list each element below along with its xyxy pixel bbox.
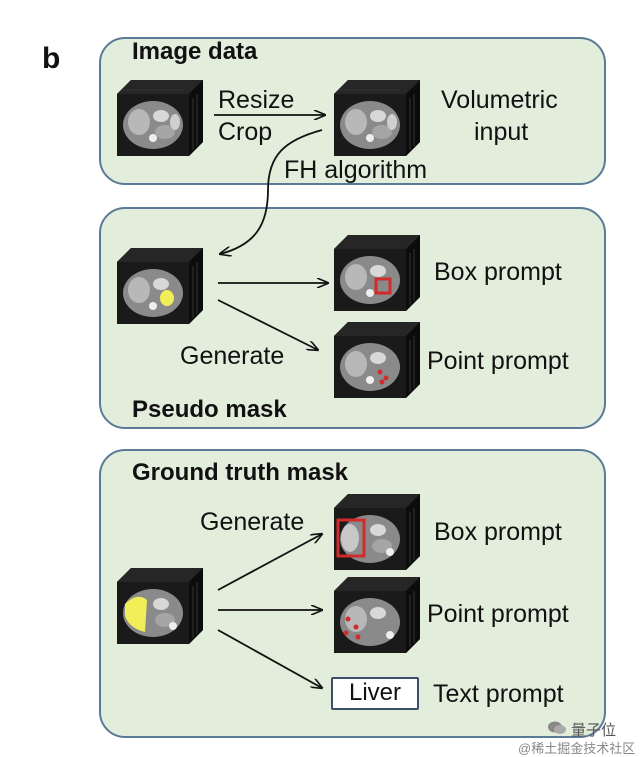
ct-volume-cube-input — [334, 80, 420, 156]
ct-volume-cube-ground-truth — [117, 568, 203, 644]
panel-letter: b — [42, 42, 61, 75]
gt-point-prompt-label: Point prompt — [427, 600, 569, 628]
box-prompt-rectangle — [336, 518, 366, 558]
ct-volume-cube-pseudo-box — [334, 235, 420, 311]
point-prompt-dot — [377, 369, 383, 375]
gt-generate-label: Generate — [200, 508, 305, 536]
ct-volume-cube-gt-box — [334, 494, 420, 570]
watermark-community: @稀土掘金技术社区 — [518, 741, 636, 756]
pseudo-box-prompt-label: Box prompt — [434, 258, 562, 286]
point-prompt-dot — [343, 630, 349, 636]
point-prompt-dot — [355, 634, 361, 640]
input-label: input — [474, 118, 529, 146]
gt-text-prompt-label: Text prompt — [433, 680, 564, 708]
ct-volume-cube-pseudo-point — [334, 322, 420, 398]
ct-volume-cube-raw — [117, 80, 203, 156]
volumetric-label: Volumetric — [441, 86, 558, 114]
point-prompt-dot — [345, 616, 351, 622]
pseudo-mask-title: Pseudo mask — [132, 396, 287, 423]
image-data-title: Image data — [132, 38, 258, 65]
point-prompt-dot — [379, 379, 385, 385]
pseudo-to-point-arrow — [217, 299, 318, 350]
wechat-logo-icon — [548, 721, 566, 734]
gt-box-prompt-label: Box prompt — [434, 518, 562, 546]
pseudo-mask-region — [160, 290, 174, 306]
crop-label: Crop — [218, 118, 273, 146]
resize-label: Resize — [218, 86, 295, 114]
pseudo-generate-label: Generate — [180, 342, 285, 370]
fh-algorithm-arrow — [220, 129, 323, 254]
ground-truth-title: Ground truth mask — [132, 459, 349, 486]
point-prompt-dot — [353, 624, 359, 630]
ct-volume-cube-pseudo-mask — [117, 248, 203, 324]
ct-volume-cube-gt-point — [334, 577, 420, 653]
fh-algorithm-label: FH algorithm — [284, 156, 428, 184]
point-prompt-dot — [383, 375, 389, 381]
liver-text-box: Liver — [331, 677, 419, 710]
pseudo-point-prompt-label: Point prompt — [427, 347, 569, 375]
box-prompt-rectangle — [374, 277, 392, 295]
watermark-brand: 量子位 — [571, 722, 617, 739]
gt-to-box-arrow — [217, 534, 322, 591]
liver-mask-region — [125, 596, 147, 632]
liver-label: Liver — [348, 679, 402, 706]
gt-to-text-arrow — [217, 629, 322, 688]
